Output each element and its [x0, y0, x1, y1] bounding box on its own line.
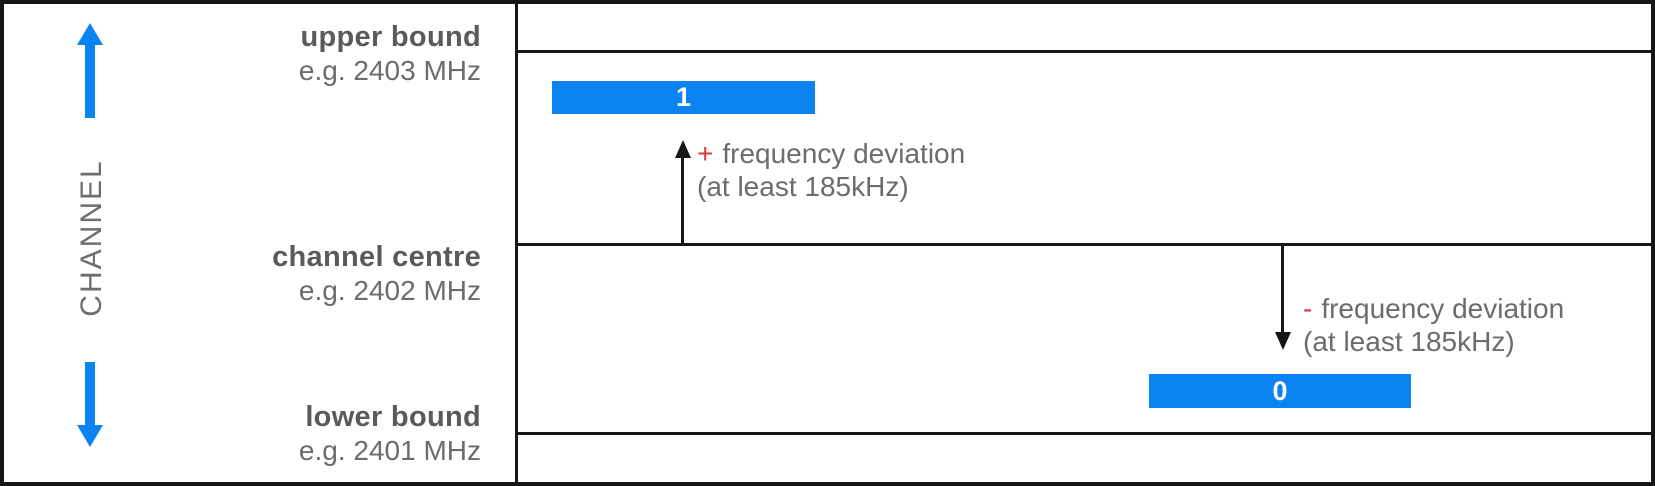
up-arrow-icon — [77, 23, 103, 45]
channel-axis-down-arrow — [77, 362, 103, 447]
arrow-down-icon — [1275, 332, 1291, 350]
positive-deviation-annotation: + frequency deviation (at least 185kHz) — [697, 137, 965, 203]
arrow-up-shaft — [681, 156, 684, 243]
channel-centre-label-block: channel centre e.g. 2402 MHz — [272, 241, 481, 307]
upper-bound-example: e.g. 2403 MHz — [298, 55, 481, 86]
negative-deviation-annotation: -frequency deviation (at least 185kHz) — [1303, 292, 1564, 358]
positive-deviation-text: frequency deviation — [722, 138, 966, 169]
positive-deviation-detail: (at least 185kHz) — [697, 171, 909, 202]
minus-sign: - — [1303, 293, 1313, 324]
plus-sign: + — [697, 138, 714, 169]
lower-bound-label-block: lower bound e.g. 2401 MHz — [299, 401, 481, 467]
bit-1-value: 1 — [675, 82, 692, 112]
bit-0-bar: 0 — [1149, 374, 1411, 408]
channel-centre-label: channel centre — [272, 241, 481, 273]
arrow-down-shaft — [1281, 246, 1284, 336]
negative-deviation-text: frequency deviation — [1321, 293, 1565, 324]
lower-bound-label: lower bound — [305, 401, 481, 433]
negative-deviation-detail: (at least 185kHz) — [1303, 326, 1515, 357]
upper-bound-label: upper bound — [300, 21, 481, 53]
upper-bound-line — [515, 50, 1651, 53]
bit-1-bar: 1 — [552, 81, 815, 114]
upper-bound-label-block: upper bound e.g. 2403 MHz — [299, 21, 481, 87]
positive-deviation-line1: + frequency deviation — [697, 137, 965, 170]
channel-axis-up-arrow — [77, 23, 103, 118]
up-arrow-shaft — [85, 45, 95, 118]
channel-axis-label: CHANNEL — [75, 159, 108, 317]
arrow-up-icon — [675, 140, 691, 158]
channel-centre-line — [515, 243, 1651, 246]
down-arrow-shaft — [85, 362, 95, 425]
down-arrow-icon — [77, 425, 103, 447]
bit-0-value: 0 — [1272, 375, 1288, 406]
negative-deviation-line1: -frequency deviation — [1303, 292, 1564, 325]
lower-bound-line — [515, 432, 1651, 435]
channel-centre-example: e.g. 2402 MHz — [298, 275, 481, 306]
lower-bound-example: e.g. 2401 MHz — [298, 435, 481, 466]
